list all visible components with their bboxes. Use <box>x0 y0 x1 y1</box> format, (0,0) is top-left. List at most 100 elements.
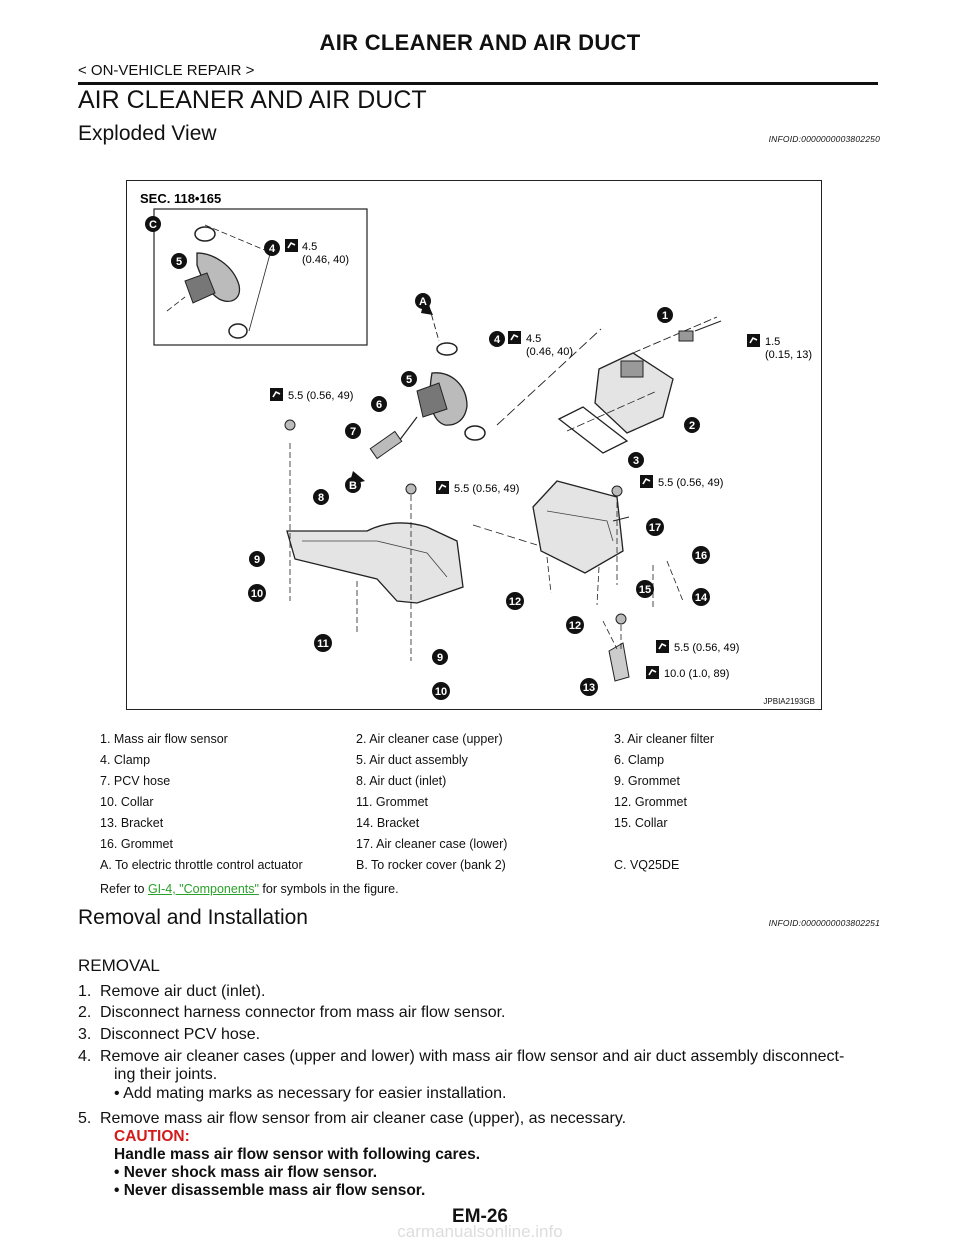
torque-label: 5.5 (0.56, 49) <box>658 477 723 489</box>
callout-marker <box>657 307 673 323</box>
legend-cell: 12. Grommet <box>614 794 687 809</box>
callout-marker <box>692 588 710 606</box>
exploded-view-title: Exploded View <box>78 122 217 145</box>
vq25de-inset <box>153 208 368 346</box>
callout-label: 6 <box>376 399 382 411</box>
callout-marker <box>692 546 710 564</box>
callout-marker <box>401 371 417 387</box>
step-text: Remove mass air flow sensor from air cle… <box>100 1110 627 1127</box>
page-header-title: AIR CLEANER AND AIR DUCT <box>319 30 641 55</box>
caution-line: • Never shock mass air flow sensor. <box>114 1164 378 1181</box>
removal-installation-infoid: INFOID:0000000003802251 <box>768 918 880 928</box>
step-text: Remove air duct (inlet). <box>100 983 266 1000</box>
callout-marker <box>432 682 450 700</box>
note-suffix: for symbols in the figure. <box>258 882 399 896</box>
legend-cell <box>606 833 814 854</box>
legend-cell: 8. Air duct (inlet) <box>356 773 447 788</box>
torque-label: 5.5 (0.56, 49) <box>674 642 739 654</box>
legend-row: 1. Mass air flow sensor 2. Air cleaner c… <box>92 728 814 749</box>
section-title: AIR CLEANER AND AIR DUCT <box>78 86 427 114</box>
torque-label: (0.46, 40) <box>526 346 573 358</box>
callout-marker <box>371 396 387 412</box>
legend-cell: 13. Bracket <box>100 815 164 830</box>
callout-marker <box>432 649 448 665</box>
step-bullet: • Add mating marks as necessary for easi… <box>114 1085 507 1102</box>
legend-cell: 5. Air duct assembly <box>356 752 468 767</box>
torque-label: 1.5 <box>765 336 780 348</box>
callout-marker <box>489 331 505 347</box>
caution-line: • Never disassemble mass air flow sensor… <box>114 1182 426 1199</box>
callout-marker <box>415 293 431 309</box>
note-prefix: Refer to <box>100 882 148 896</box>
legend-cell: 7. PCV hose <box>100 773 171 788</box>
page-number: EM-26 <box>452 1206 508 1227</box>
callout-marker <box>646 518 664 536</box>
legend-cell: 16. Grommet <box>100 836 173 851</box>
legend-cell: 2. Air cleaner case (upper) <box>356 731 503 746</box>
legend-cell: B. To rocker cover (bank 2) <box>356 857 506 872</box>
step-item: 1.Remove air duct (inlet). <box>78 982 265 1001</box>
callout-label: 12 <box>569 620 581 632</box>
legend-row: 13. Bracket 14. Bracket 15. Collar <box>92 812 814 833</box>
step-text: Disconnect harness connector from mass a… <box>100 1004 506 1021</box>
legend-row: A. To electric throttle control actuator… <box>92 854 814 875</box>
exploded-view-infoid: INFOID:0000000003802250 <box>768 134 880 144</box>
step-continuation: ing their joints. <box>114 1066 218 1083</box>
step-number: 3. <box>78 1026 92 1043</box>
header-divider <box>78 82 878 85</box>
torque-label: 4.5 <box>526 333 541 345</box>
legend-cell: 9. Grommet <box>614 773 680 788</box>
legend-cell: 1. Mass air flow sensor <box>100 731 228 746</box>
torque-label: (0.15, 13) <box>765 349 812 361</box>
legend-cell: A. To electric throttle control actuator <box>100 857 303 872</box>
step-number: 5. <box>78 1110 92 1127</box>
callout-marker <box>313 489 329 505</box>
caution-line: Handle mass air flow sensor with followi… <box>114 1146 481 1163</box>
legend-row: 10. Collar 11. Grommet 12. Grommet <box>92 791 814 812</box>
components-link[interactable]: GI-4, "Components" <box>147 882 259 896</box>
callout-label: 5 <box>176 256 182 268</box>
step-number: 4. <box>78 1048 92 1065</box>
removal-heading: REMOVAL <box>78 956 160 975</box>
callout-marker <box>345 423 361 439</box>
legend-cell: 4. Clamp <box>100 752 151 767</box>
legend-cell: C. VQ25DE <box>614 857 680 872</box>
callout-label: 4 <box>494 334 501 346</box>
figure-code: JPBIA2193GB <box>763 697 815 706</box>
legend-cell: 6. Clamp <box>614 752 665 767</box>
callout-label: 2 <box>689 420 695 432</box>
callout-label: 5 <box>406 374 412 386</box>
watermark: carmanualsonline.info <box>397 1222 563 1241</box>
callout-label: C <box>149 219 157 231</box>
callout-label: 15 <box>639 584 651 596</box>
legend-cell: 3. Air cleaner filter <box>614 731 715 746</box>
callout-label: 9 <box>254 554 260 566</box>
callout-marker <box>264 240 280 256</box>
callout-marker <box>248 584 266 602</box>
callout-marker <box>249 551 265 567</box>
step-text: Remove air cleaner cases (upper and lowe… <box>100 1048 845 1065</box>
step-item: 4. Remove air cleaner cases (upper and lo… <box>78 1047 844 1066</box>
torque-label: 5.5 (0.56, 49) <box>288 390 353 402</box>
caution-label: CAUTION: <box>114 1128 190 1145</box>
exploded-view-figure: SEC. 118•165 <box>126 180 822 710</box>
torque-label: 4.5 <box>302 241 317 253</box>
callout-label: 3 <box>633 455 639 467</box>
callout-label: 16 <box>695 550 707 562</box>
legend-row: 4. Clamp 5. Air duct assembly 6. Clamp <box>92 749 814 770</box>
callout-label: 9 <box>437 652 443 664</box>
callout-marker <box>628 452 644 468</box>
sec-label: SEC. 118•165 <box>140 191 221 206</box>
torque-label: 10.0 (1.0, 89) <box>664 668 729 680</box>
step-item: 3.Disconnect PCV hose. <box>78 1025 260 1044</box>
step-number: 2. <box>78 1004 92 1021</box>
callout-label: 8 <box>318 492 324 504</box>
callout-label: A <box>419 296 427 308</box>
breadcrumb: < ON-VEHICLE REPAIR > <box>78 62 255 79</box>
torque-label: 5.5 (0.56, 49) <box>454 483 519 495</box>
symbols-note: Refer to GI-4, "Components" for symbols … <box>100 882 399 896</box>
callout-marker <box>171 253 187 269</box>
legend-cell: 10. Collar <box>100 794 154 809</box>
legend-cell: 17. Air cleaner case (lower) <box>356 836 508 851</box>
callout-label: 1 <box>662 310 668 322</box>
